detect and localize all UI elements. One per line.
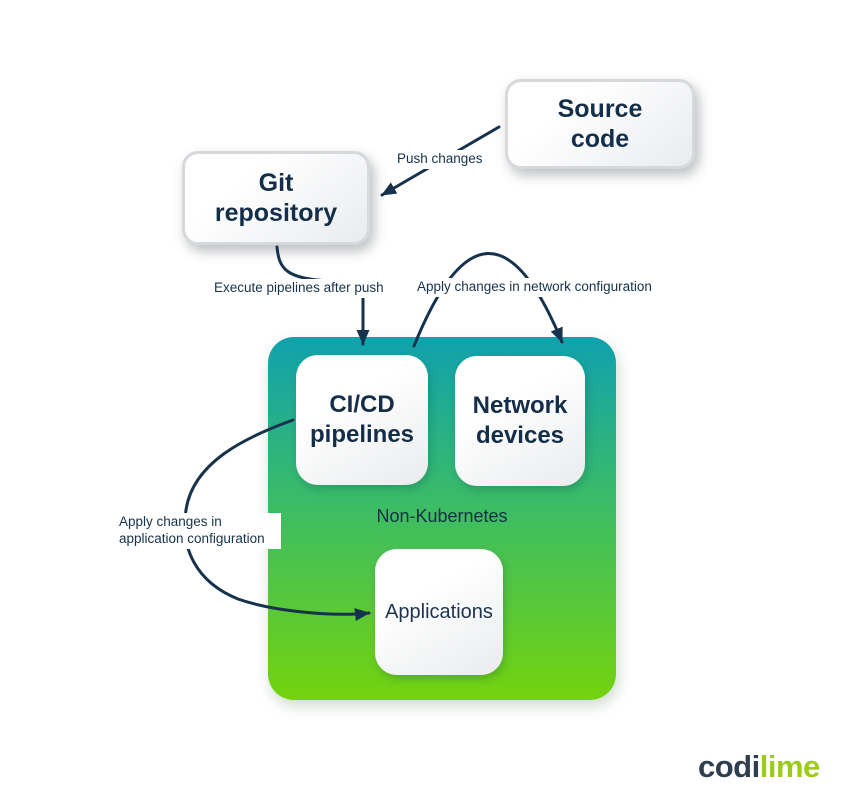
- node-source-code-label: Source code: [557, 94, 643, 154]
- edge-execute-pipelines-label: Execute pipelines after push: [212, 279, 386, 298]
- edge-application-config-label: Apply changes in application configurati…: [117, 513, 281, 549]
- edge-network-config-arrow: [412, 252, 564, 348]
- edge-application-config-arrow: [183, 418, 371, 621]
- codilime-logo: codilime: [698, 749, 820, 785]
- node-cicd-pipelines: CI/CD pipelines: [296, 355, 428, 485]
- node-git-repository: Git repository: [182, 151, 370, 245]
- node-applications-label: Applications: [385, 600, 493, 623]
- node-network-devices: Network devices: [455, 356, 585, 486]
- non-kubernetes-label: Non-Kubernetes: [376, 506, 508, 526]
- codilime-logo-lime-part: lime: [759, 749, 821, 784]
- edge-network-config-label: Apply changes in network configuration: [415, 278, 654, 297]
- node-applications: Applications: [375, 549, 503, 675]
- node-cicd-pipelines-label: CI/CD pipelines: [309, 391, 415, 448]
- codilime-logo-dark-part: codi: [698, 749, 760, 784]
- node-source-code: Source code: [505, 79, 695, 169]
- edge-push-changes-label: Push changes: [395, 150, 485, 169]
- node-network-devices-label: Network devices: [472, 392, 568, 449]
- node-git-repository-label: Git repository: [214, 168, 338, 228]
